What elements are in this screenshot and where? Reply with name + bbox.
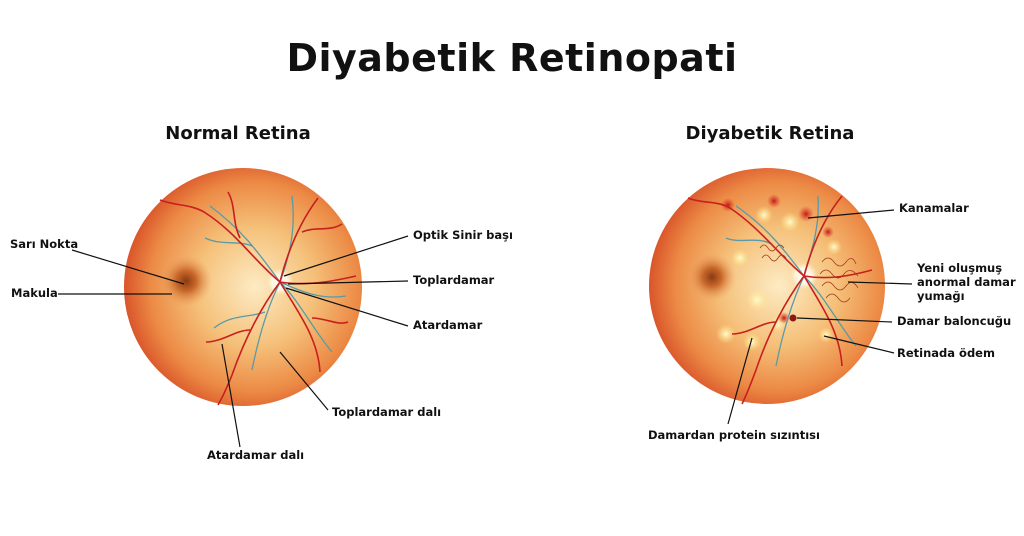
- leader-atardamar-dali: [221, 343, 241, 448]
- label-yeni-damar-line3: yumağı: [917, 289, 965, 303]
- neovascular-tuft: [759, 244, 859, 303]
- label-protein-sizintisi: Damardan protein sızıntısı: [648, 428, 820, 442]
- exudates: [716, 206, 842, 351]
- microaneurysm: [789, 314, 797, 322]
- leader-toplardamar-dali: [279, 351, 329, 411]
- leader-yeni-damar: [847, 281, 913, 285]
- leader-kanamalar: [807, 209, 895, 219]
- diabetic-macula: [688, 253, 736, 301]
- diabetic-veins: [725, 195, 857, 367]
- label-toplardamar: Toplardamar: [413, 273, 495, 287]
- leader-protein-sizintisi: [727, 337, 753, 425]
- label-atardamar-dali: Atardamar dalı: [207, 448, 305, 462]
- normal-leader-lines: [58, 235, 409, 448]
- leader-toplardamar: [287, 280, 409, 285]
- label-optik-sinir: Optik Sinir başı: [413, 228, 513, 242]
- leader-sari-nokta: [71, 249, 185, 285]
- leader-atardamar: [285, 287, 409, 327]
- diabetic-retina-title: Diyabetik Retina: [685, 123, 855, 144]
- page-title: Diyabetik Retinopati: [286, 36, 738, 80]
- label-toplardamar-dali: Toplardamar dalı: [332, 405, 442, 419]
- label-atardamar: Atardamar: [413, 318, 483, 332]
- diabetic-leader-lines: [727, 209, 913, 425]
- normal-retina: [124, 168, 362, 406]
- normal-arteries: [159, 191, 357, 406]
- label-yeni-damar-line2: anormal damar: [917, 275, 1016, 289]
- label-makula: Makula: [11, 286, 58, 300]
- leader-damar-baloncugu: [796, 317, 893, 323]
- normal-macula: [160, 255, 212, 307]
- label-sari-nokta: Sarı Nokta: [10, 237, 79, 251]
- normal-retina-title: Normal Retina: [165, 123, 311, 144]
- label-kanamalar: Kanamalar: [899, 201, 969, 215]
- diabetic-retina: [649, 168, 885, 405]
- diabetic-retina-fundus: [649, 168, 885, 404]
- leader-optik-sinir: [283, 235, 409, 277]
- label-retinada-odem: Retinada ödem: [897, 346, 995, 360]
- label-damar-baloncugu: Damar baloncuğu: [897, 314, 1012, 328]
- label-yeni-damar-line1: Yeni oluşmuş: [917, 261, 1003, 275]
- leader-retinada-odem: [823, 335, 895, 354]
- normal-retina-fundus: [124, 168, 362, 406]
